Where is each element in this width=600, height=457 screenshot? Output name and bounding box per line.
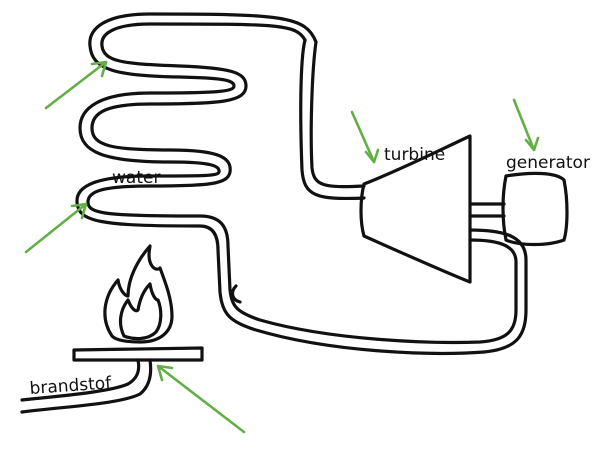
coil-kink	[230, 284, 242, 304]
arrow-icon	[44, 60, 108, 110]
arrow-icon	[512, 98, 540, 152]
burner	[72, 346, 204, 362]
label-turbine: turbine	[384, 145, 445, 165]
generator	[501, 171, 569, 247]
flame-outer	[103, 244, 174, 344]
label-generator: generator	[506, 153, 590, 173]
flame-icon	[103, 244, 174, 344]
fuel-line-bottom	[20, 358, 153, 414]
coil-outer-wall	[86, 22, 518, 345]
arrow-icon	[24, 202, 88, 254]
arrows	[24, 60, 540, 434]
fuel-line-top	[20, 358, 141, 402]
generator-body	[501, 171, 569, 247]
turbine-body	[359, 134, 472, 284]
fuel-line	[20, 358, 153, 414]
steam-pipe-outer	[299, 38, 366, 201]
arrow-icon	[156, 364, 246, 434]
arrow-icon	[350, 110, 380, 164]
label-water: water	[112, 168, 160, 188]
label-fuel: brandstof	[29, 373, 113, 399]
flame-inner	[118, 282, 163, 341]
steam-pipe-inner	[309, 40, 366, 189]
turbine	[359, 134, 506, 284]
burner-plate	[72, 346, 204, 362]
